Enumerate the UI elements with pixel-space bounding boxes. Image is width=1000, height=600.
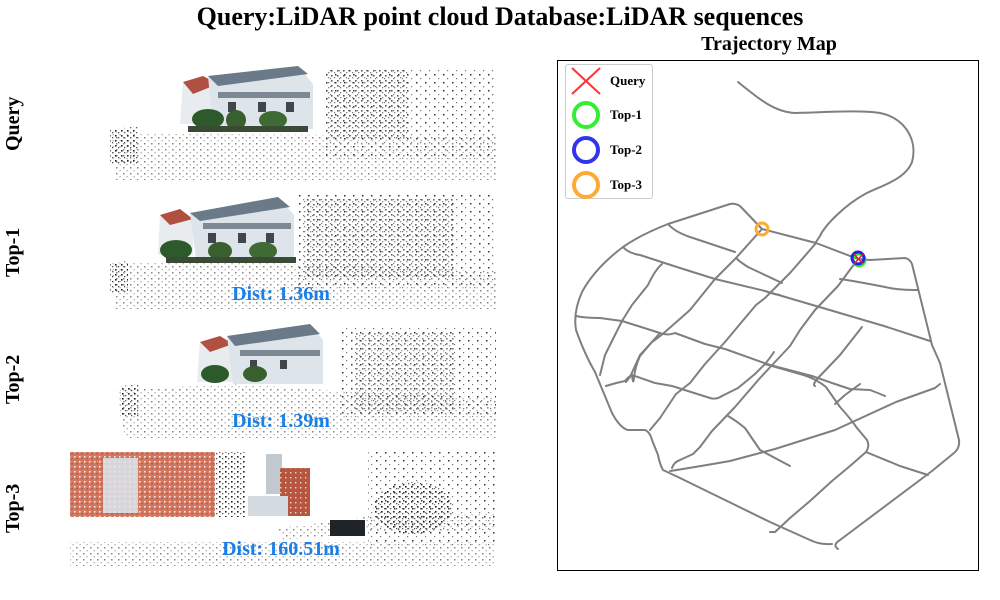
legend-item-top1: Top-1	[566, 100, 652, 130]
circle-icon	[572, 136, 600, 164]
x-icon	[571, 67, 601, 95]
legend-item-top3: Top-3	[566, 170, 652, 200]
top2-marker	[850, 250, 866, 266]
figure-title: Query:LiDAR point cloud Database:LiDAR s…	[196, 2, 804, 31]
circle-icon	[572, 101, 600, 129]
legend-item-query: Query	[566, 66, 652, 96]
top2-distance-label: Dist: 1.39m	[232, 410, 330, 432]
circle-icon	[572, 171, 600, 199]
top2-point-cloud-image	[115, 322, 496, 438]
map-title: Trajectory Map	[701, 33, 837, 55]
query-point-cloud-image	[108, 64, 496, 180]
legend-label-top2: Top-2	[610, 142, 643, 157]
top3-distance-label: Dist: 160.51m	[222, 538, 340, 560]
legend-item-top2: Top-2	[566, 135, 652, 165]
top3-marker	[754, 221, 770, 237]
top1-point-cloud-image	[108, 193, 496, 309]
map-legend: Query Top-1 Top-2 Top-3	[565, 64, 653, 199]
query-marker	[853, 253, 864, 265]
legend-label-top3: Top-3	[610, 177, 643, 192]
legend-label-query: Query	[610, 73, 646, 88]
top3-point-cloud-image	[68, 450, 496, 568]
top1-distance-label: Dist: 1.36m	[232, 283, 330, 305]
legend-label-top1: Top-1	[610, 107, 643, 122]
